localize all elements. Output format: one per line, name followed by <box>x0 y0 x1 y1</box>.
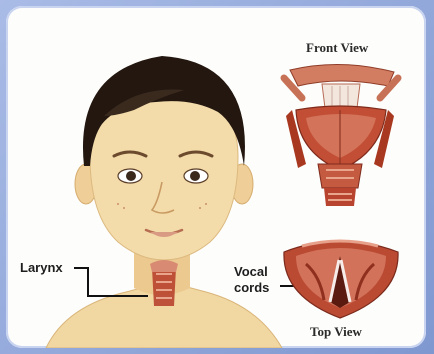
illustration-panel: Front View Top View Larynx Vocal cords <box>6 6 426 348</box>
larynx-label: Larynx <box>20 260 63 275</box>
front-view-larynx <box>284 64 398 206</box>
top-view-label: Top View <box>310 324 362 339</box>
larynx-illustration <box>6 6 426 348</box>
child-figure <box>46 56 282 348</box>
larynx-on-neck <box>150 260 178 306</box>
vocal-cords-label-line1: Vocal <box>234 264 268 279</box>
vocal-cords-label-line2: cords <box>234 280 269 295</box>
front-view-label: Front View <box>306 40 368 55</box>
top-view-larynx <box>284 241 398 318</box>
